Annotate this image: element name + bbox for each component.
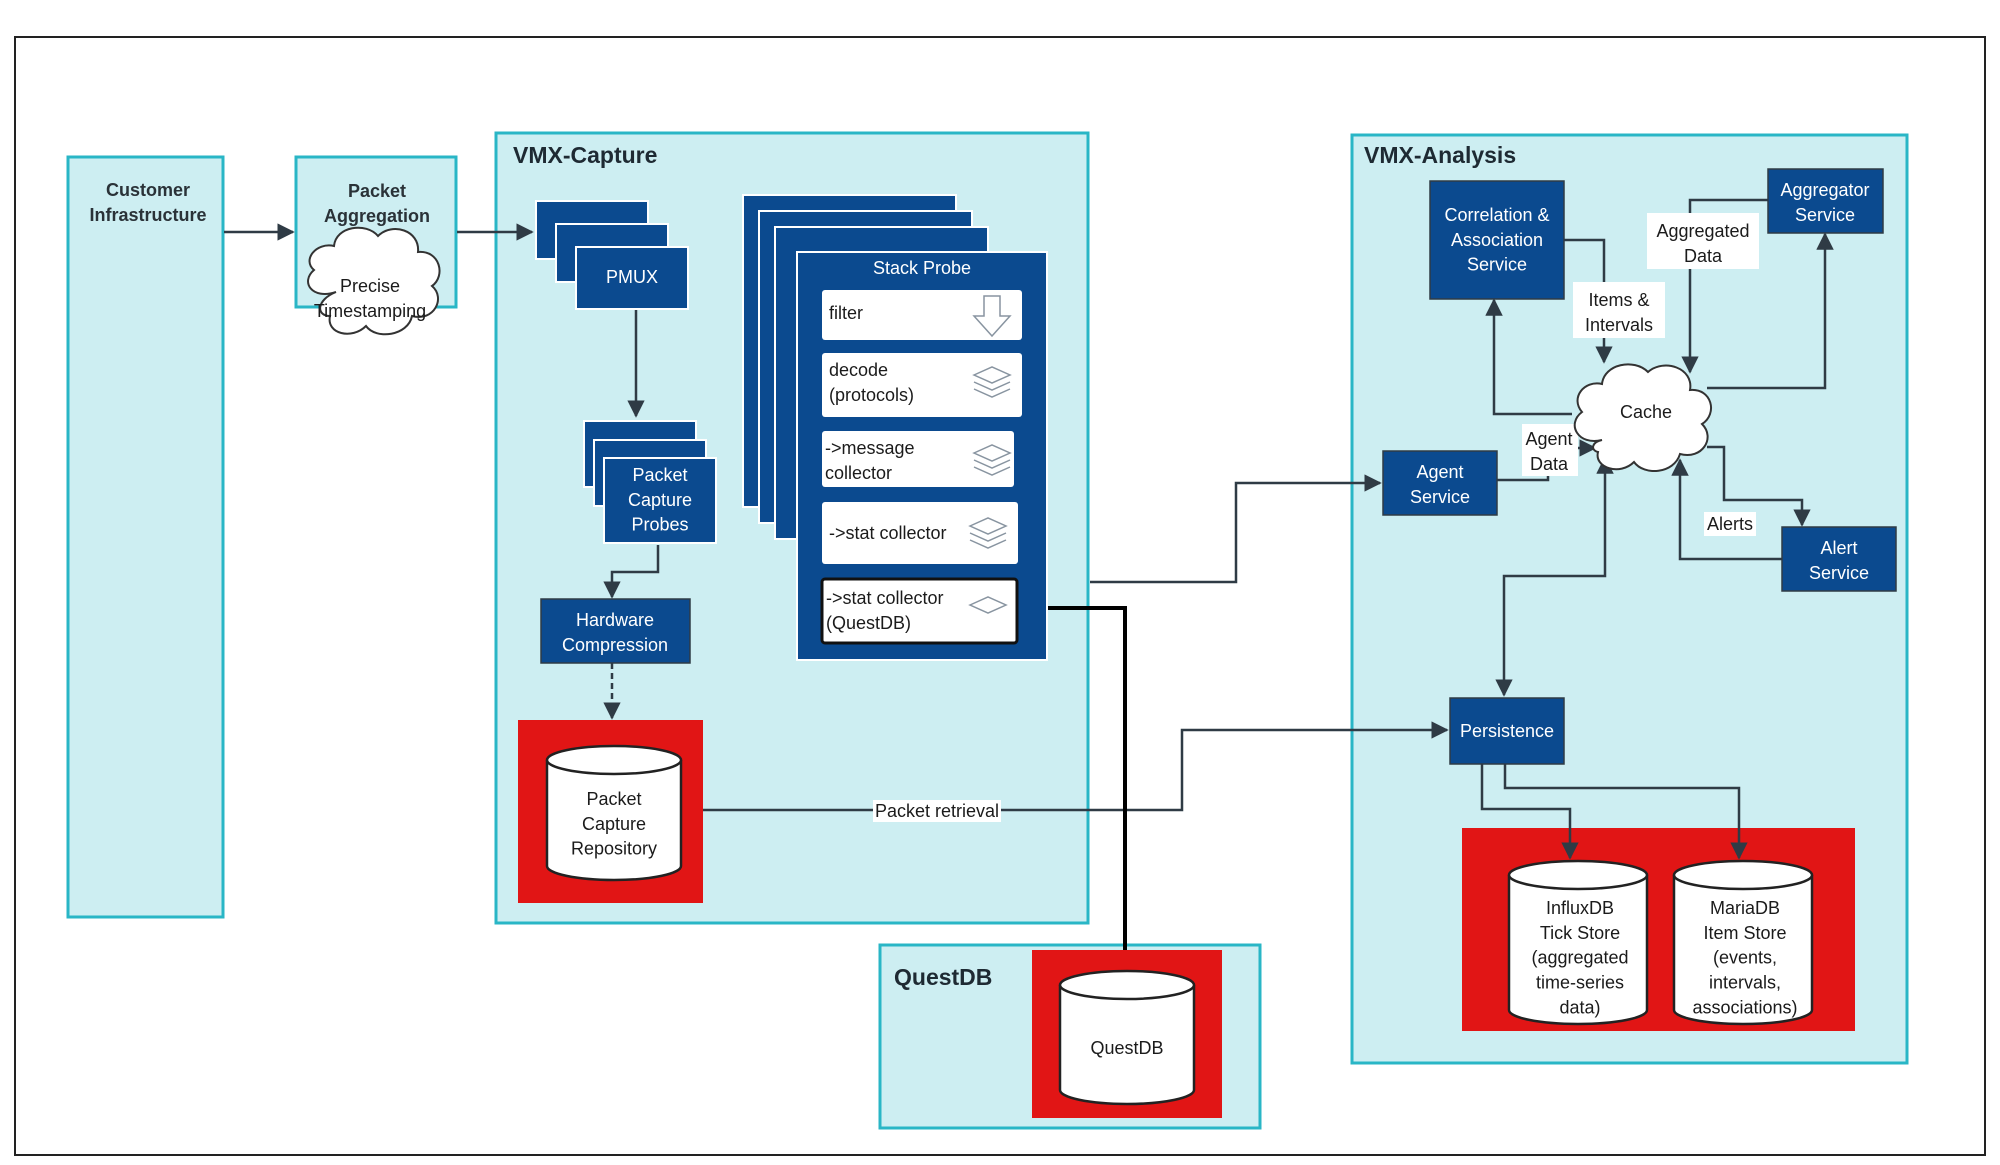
pmux-label: PMUX [606, 267, 658, 287]
cache-cloud[interactable]: Cache [1573, 363, 1712, 473]
edge-persistence-to-influxdb [1480, 764, 1579, 860]
svg-text:Items &Intervals: Items &Intervals [1585, 290, 1653, 335]
edge-stat-to-questdb [1013, 606, 1127, 950]
pmux-stack[interactable]: PMUX [535, 200, 689, 310]
cloud-icon [1573, 363, 1712, 473]
vmx-capture-title: VMX-Capture [513, 142, 657, 168]
stack-probe-decode[interactable]: decode(protocols) [822, 353, 1022, 417]
edge-persistence-to-cache [1495, 456, 1614, 697]
persistence-box[interactable]: Persistence [1449, 697, 1565, 765]
questdb-group-title: QuestDB [894, 964, 992, 990]
edge-label-items-intervals: Items &Intervals [1573, 282, 1665, 338]
svg-text:Packet retrieval: Packet retrieval [875, 801, 999, 821]
edge-label-alerts: Alerts [1704, 512, 1756, 536]
layers-icon [972, 444, 1012, 476]
edge-label-packet-retrieval: Packet retrieval [873, 800, 1001, 822]
cloud-icon [307, 226, 441, 336]
filter-label: filter [829, 303, 863, 323]
persistence-label: Persistence [1460, 721, 1554, 741]
stack-probe-title: Stack Probe [873, 258, 971, 278]
layers-icon [972, 366, 1012, 398]
stat-collector-label: ->stat collector [829, 523, 947, 543]
stack-probe-stat-collector[interactable]: ->stat collector [822, 502, 1018, 564]
edge-cache-to-correlation [1485, 298, 1572, 416]
edge-capture-to-agent [1090, 474, 1382, 584]
edge-cache-to-aggregator [1707, 232, 1834, 390]
svg-text:Alerts: Alerts [1707, 514, 1753, 534]
edge-alert-to-cache [1671, 458, 1782, 561]
questdb-cylinder[interactable]: QuestDB [1058, 969, 1196, 1106]
edge-persistence-to-mariadb [1503, 764, 1748, 860]
decode-label: decode(protocols) [829, 360, 914, 405]
edge-cache-to-alert [1707, 445, 1811, 527]
down-arrow-icon [972, 295, 1012, 338]
vmx-analysis-title: VMX-Analysis [1364, 142, 1516, 168]
stack-probe-filter[interactable]: filter [822, 290, 1022, 340]
stat-collector-questdb-label: ->stat collector(QuestDB) [826, 588, 944, 633]
cache-label: Cache [1620, 402, 1672, 422]
edge-probes-to-compression [603, 545, 660, 599]
questdb-store-label: QuestDB [1090, 1038, 1163, 1058]
stack-probe-stat-collector-questdb[interactable]: ->stat collector(QuestDB) [820, 577, 1019, 645]
edge-aggregator-to-cache [1681, 198, 1768, 374]
layers-icon [968, 517, 1008, 549]
diamond-icon [968, 596, 1008, 614]
